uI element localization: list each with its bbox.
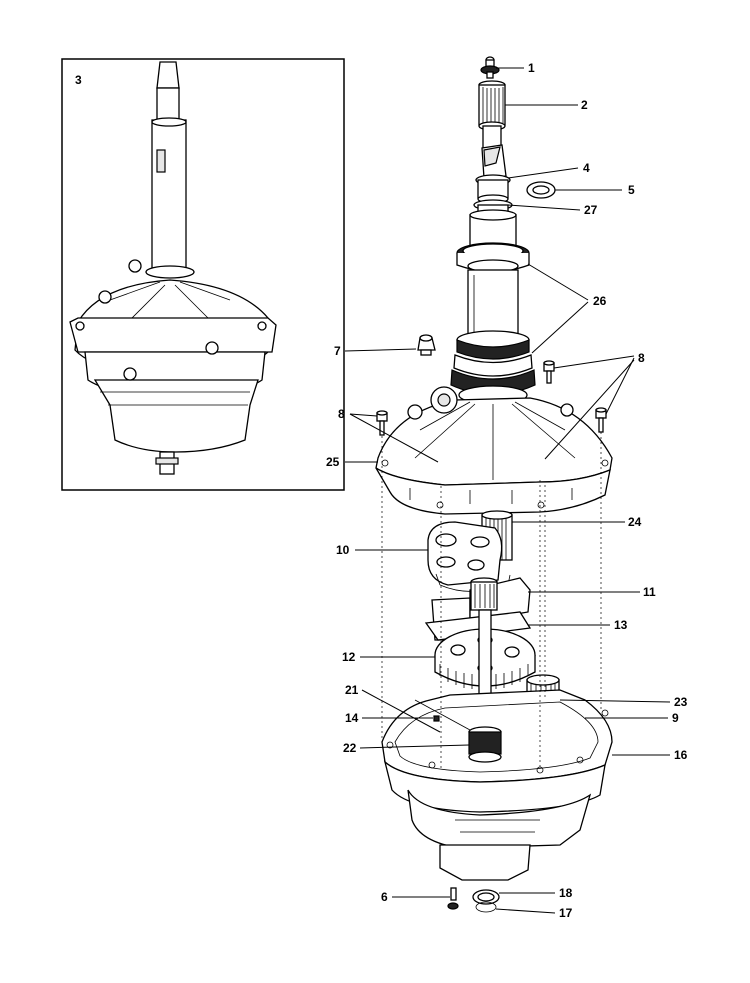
inset-case-lines [100,391,250,406]
callout-12: 12 [342,650,356,664]
part-6-bolt [447,887,459,910]
part-10-carrier [427,521,511,592]
shaft-tube-lower [467,269,519,341]
callout-26: 26 [593,294,607,308]
callout-18: 18 [559,886,573,900]
inset-case-lower [93,379,259,453]
callout-21: 21 [345,683,359,697]
part-7-plug [417,334,436,356]
part-26-seal-lower [450,330,536,405]
callout-6: 6 [381,890,388,904]
part-1-nut [480,56,500,79]
callout-8-right: 8 [638,351,645,365]
inset-bolt [205,341,219,355]
callout-4: 4 [583,161,590,175]
callout-27: 27 [584,203,598,217]
callout-9: 9 [672,711,679,725]
inset-bolt [257,321,267,331]
callout-11: 11 [643,585,656,599]
inset-bolt [75,321,85,331]
inset-shaft-upper [156,87,180,121]
callout-2: 2 [581,98,588,112]
inset-case-ribs [109,281,231,331]
part-5-washer [526,181,556,199]
part-22-gear [468,726,502,763]
inset-bolt [128,259,142,273]
inset-assembled-view: 3 [61,58,345,491]
inset-shaft-tube [151,119,187,271]
part-17-ring [475,901,497,913]
part-14-pin [433,715,440,722]
inset-bolt [98,290,112,304]
inset-bolt [123,367,137,381]
callout-16: 16 [674,748,688,762]
inset-case-flange [69,317,277,353]
main-exploded-view [375,56,613,913]
callout-14: 14 [345,711,359,725]
leader-lines [344,67,671,914]
part-18-ring [472,889,500,905]
callout-numbers: 1 2 4 5 27 26 7 8 8 25 24 10 11 13 12 21… [326,61,688,920]
part-21-shim [414,699,471,731]
callout-22: 22 [343,741,357,755]
inset-shaft-flat [156,149,166,173]
callout-13: 13 [614,618,628,632]
callout-1: 1 [528,61,535,75]
callout-24: 24 [628,515,642,529]
callout-10: 10 [336,543,350,557]
inset-shaft-tip [156,61,180,89]
shaft-flat-face [483,146,501,167]
part-25-cover [375,386,613,515]
inset-shaft-base [145,265,195,279]
shaft-tube-top [469,209,517,221]
part-26-seal-upper [456,242,530,273]
inset-label: 3 [75,73,82,87]
inset-shaft-collar [151,117,187,127]
callout-5: 5 [628,183,635,197]
inset-lower-shaft-ring [155,457,179,465]
callout-25: 25 [326,455,340,469]
callout-8-left: 8 [338,407,345,421]
part-2-spline [478,80,506,149]
part-11-gear [431,577,531,641]
assembly-lines [381,432,602,768]
callout-7: 7 [334,344,341,358]
callout-17: 17 [559,906,573,920]
callout-23: 23 [674,695,688,709]
